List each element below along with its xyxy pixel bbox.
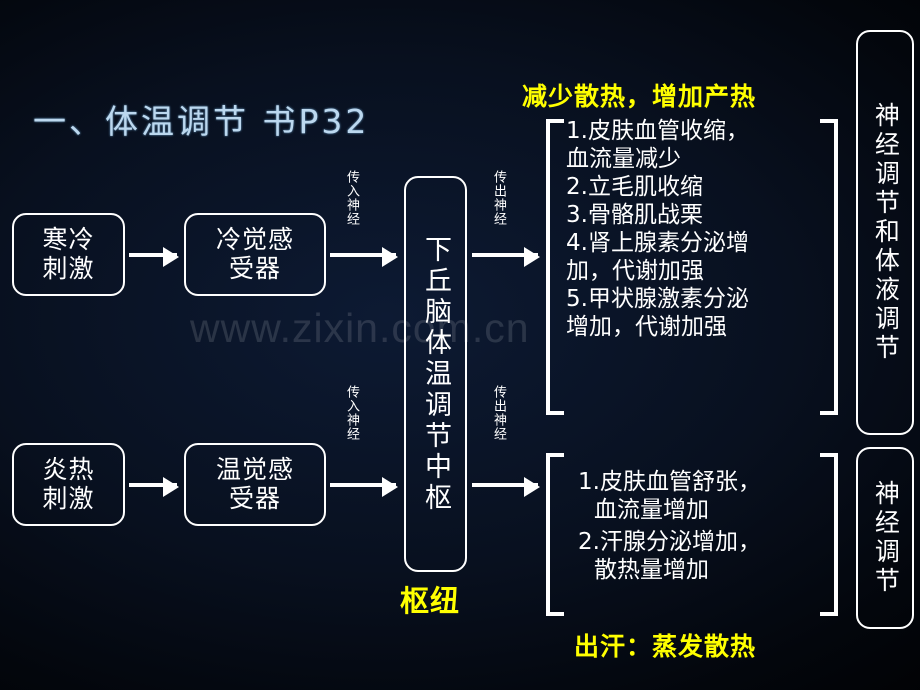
header-sweating: 出汗：蒸发散热 bbox=[574, 632, 757, 661]
box-hypothalamus-center: 下丘脑体温调节中枢 bbox=[404, 176, 467, 572]
box-hot-stimulus-label: 炎热刺激 bbox=[42, 455, 95, 513]
label-efferent-nerve-bottom: 传出神经 bbox=[491, 385, 506, 441]
box-hypothalamus-center-label: 下丘脑体温调节中枢 bbox=[420, 234, 452, 514]
list-item: 加，代谢加强 bbox=[566, 258, 704, 285]
list-item: 1.皮肤血管收缩， bbox=[566, 118, 749, 144]
arrow-center-to-hot-responses bbox=[472, 477, 540, 497]
label-afferent-nerve-top: 传入神经 bbox=[344, 170, 359, 226]
list-item: 增加，代谢加强 bbox=[566, 314, 727, 341]
brace-left-cold bbox=[540, 118, 566, 416]
list-item: 5.甲状腺激素分泌 bbox=[566, 286, 749, 313]
box-cold-receptor: 冷觉感受器 bbox=[184, 213, 326, 296]
label-efferent-nerve-top: 传出神经 bbox=[491, 170, 506, 226]
box-hot-stimulus: 炎热刺激 bbox=[12, 443, 125, 526]
list-item: 2.立毛肌收缩 bbox=[566, 174, 703, 201]
arrow-warm-receptor-to-center bbox=[330, 477, 398, 497]
list-item: 3.骨骼肌战栗 bbox=[566, 202, 703, 229]
list-item: 血流量增加 bbox=[594, 497, 709, 524]
box-warm-receptor: 温觉感受器 bbox=[184, 443, 326, 526]
watermark-text: www.zixin.com.cn bbox=[190, 305, 530, 351]
list-item: 1.皮肤血管舒张， bbox=[578, 469, 761, 495]
box-right-top: 神经调节和体液调节 bbox=[856, 30, 914, 435]
arrow-cold-stimulus-to-receptor bbox=[129, 247, 179, 267]
label-afferent-nerve-bottom: 传入神经 bbox=[344, 385, 359, 441]
box-right-bottom-label: 神经调节 bbox=[871, 480, 901, 596]
arrow-hot-stimulus-to-receptor bbox=[129, 477, 179, 497]
box-right-top-label: 神经调节和体液调节 bbox=[871, 102, 901, 363]
page-title: 一、体温调节 书P32 bbox=[33, 102, 370, 141]
box-cold-stimulus: 寒冷刺激 bbox=[12, 213, 125, 296]
box-right-bottom: 神经调节 bbox=[856, 447, 914, 629]
list-cold-responses: 1.皮肤血管收缩， 血流量减少 2.立毛肌收缩 3.骨骼肌战栗 4.肾上腺素分泌… bbox=[566, 117, 834, 341]
brace-left-hot bbox=[540, 452, 566, 617]
brace-right-cold bbox=[818, 118, 844, 416]
list-hot-responses: 1.皮肤血管舒张， 血流量增加 2.汗腺分泌增加， 散热量增加 bbox=[578, 468, 846, 584]
list-item: 2.汗腺分泌增加， bbox=[578, 529, 761, 556]
arrow-center-to-cold-responses bbox=[472, 247, 540, 267]
box-cold-receptor-label: 冷觉感受器 bbox=[215, 225, 294, 283]
list-item: 4.肾上腺素分泌增 bbox=[566, 230, 749, 257]
list-item: 散热量增加 bbox=[594, 557, 709, 584]
box-cold-stimulus-label: 寒冷刺激 bbox=[42, 225, 95, 283]
list-item: 血流量减少 bbox=[566, 146, 681, 173]
box-warm-receptor-label: 温觉感受器 bbox=[215, 455, 294, 513]
brace-right-hot bbox=[818, 452, 844, 617]
arrow-cold-receptor-to-center bbox=[330, 247, 398, 267]
label-hub: 枢纽 bbox=[400, 584, 461, 618]
header-heat-conservation: 减少散热，增加产热 bbox=[522, 82, 757, 111]
